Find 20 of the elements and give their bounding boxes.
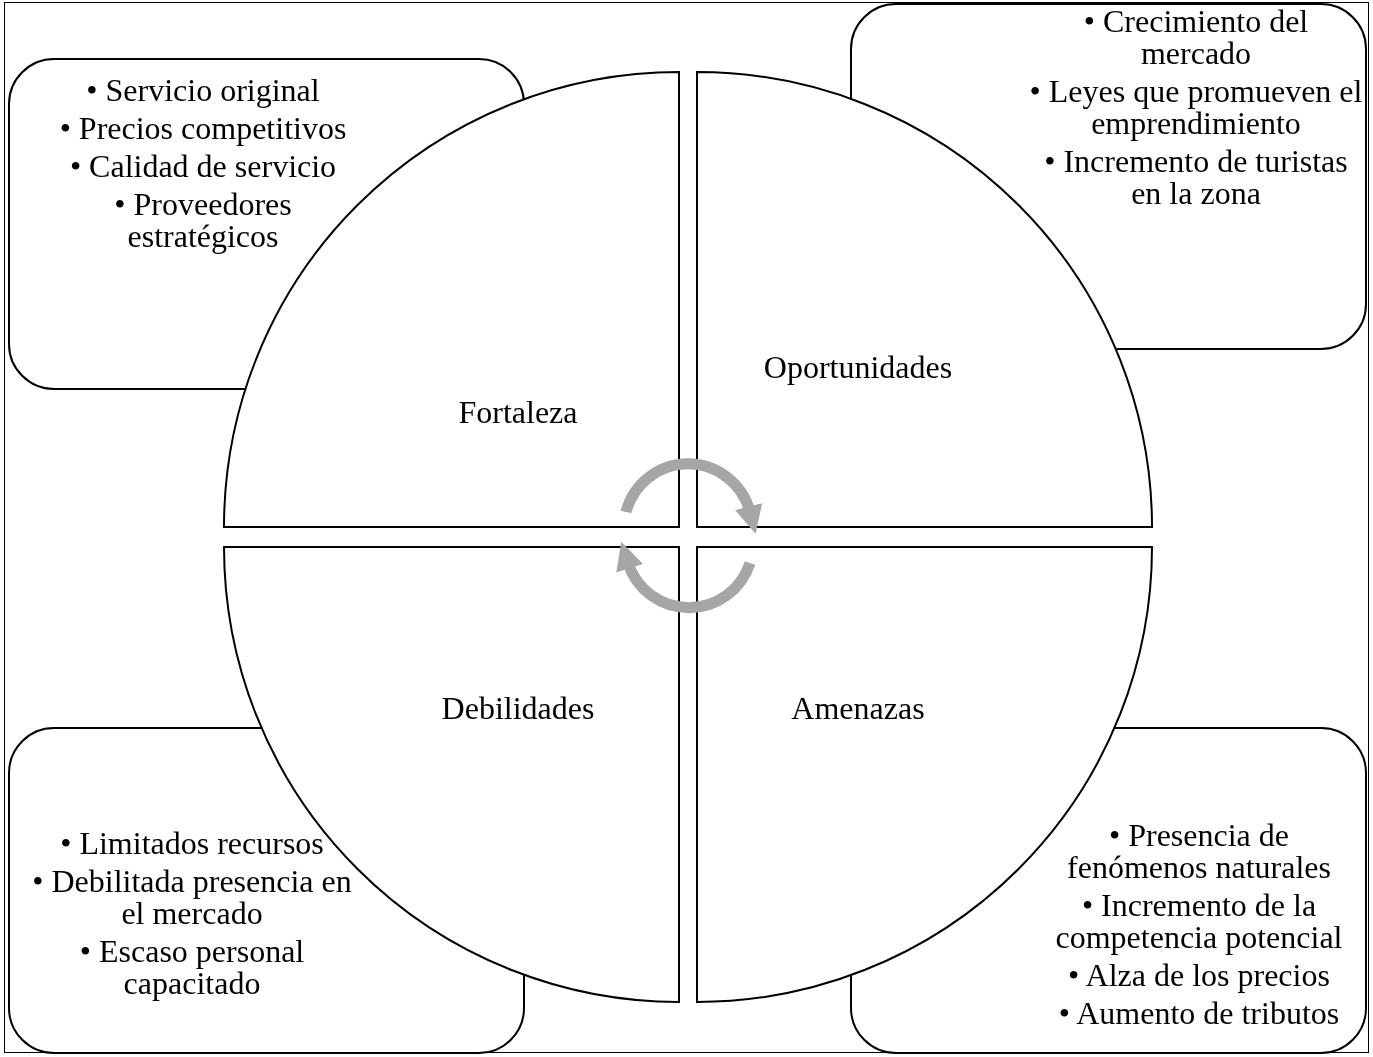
bullet-item: • Servicio original [85, 74, 321, 106]
quadrant-label: Oportunidades [763, 351, 953, 383]
bullet-item: • Debilitada presencia en el mercado [31, 865, 353, 929]
quadrant-label: Fortaleza [458, 396, 578, 428]
bullet-item: • Leyes que promueven el emprendimiento [1028, 75, 1364, 139]
bullet-item: • Precios competitivos [58, 112, 348, 144]
bullet-item: • Proveedores estratégicos [113, 188, 293, 252]
bullet-item: • Presencia de fenómenos naturales [1066, 819, 1332, 883]
bullet-item: • Escaso personal capacitado [78, 935, 306, 999]
bullet-item: • Incremento de turistas en la zona [1043, 145, 1349, 209]
bullet-item: • Alza de los precios [1067, 959, 1331, 991]
bullet-item: • Crecimiento del mercado [1082, 5, 1310, 69]
bullet-item: • Limitados recursos [59, 827, 325, 859]
bullet-item: • Incremento de la competencia potencial [1054, 889, 1344, 953]
curved-arrow [617, 542, 756, 614]
curved-arrow [620, 458, 762, 534]
bullet-item: • Calidad de servicio [68, 150, 338, 182]
bullet-item: • Aumento de tributos [1057, 997, 1341, 1029]
quadrant-label: Amenazas [791, 692, 925, 724]
quadrant-label: Debilidades [441, 692, 595, 724]
